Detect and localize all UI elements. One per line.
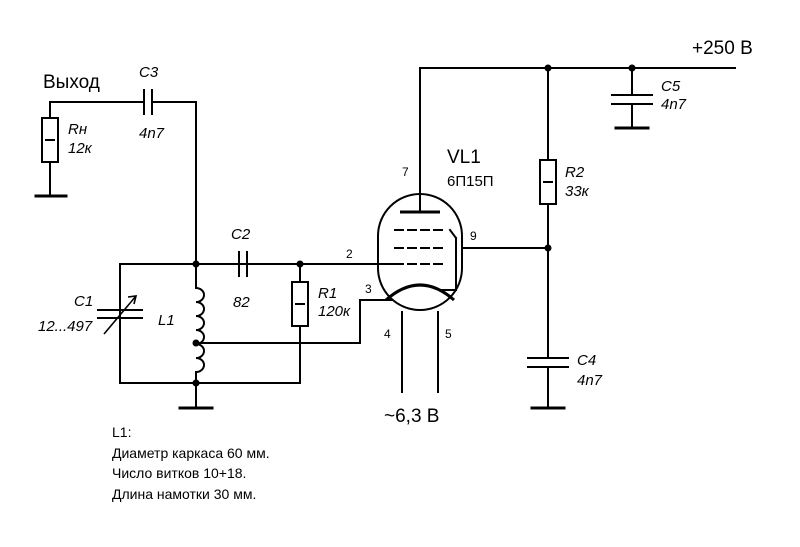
c5-ref-label: C5 — [661, 78, 681, 95]
notes-line-diameter: Диаметр каркаса 60 мм. — [112, 444, 270, 461]
tube-type-label: 6П15П — [447, 173, 494, 190]
heater-label: ~6,3 В — [384, 406, 439, 427]
grid-resistor-r1 — [291, 263, 309, 384]
tube-vl1 — [377, 67, 549, 393]
pin-anode-label: 7 — [402, 165, 409, 179]
junction-dot — [192, 339, 200, 347]
tank-frame — [119, 263, 301, 384]
junction-dot — [628, 64, 636, 72]
c3-ref-label: C3 — [139, 64, 159, 81]
c2-value-label: 82 — [233, 294, 250, 311]
supply-label: +250 В — [692, 38, 753, 59]
c2-ref-label: C2 — [231, 226, 251, 243]
junction-dot — [192, 260, 200, 268]
pin-heater-a-label: 4 — [384, 327, 391, 341]
supply-capacitor-c5 — [611, 67, 653, 130]
variable-capacitor-c1 — [97, 295, 143, 335]
junction-dot — [544, 64, 552, 72]
output-label: Выход — [43, 72, 100, 93]
rn-ref-label: Rн — [68, 121, 87, 138]
c1-ref-label: C1 — [74, 293, 93, 310]
notes-title: L1: — [112, 424, 132, 440]
junction-dot — [544, 244, 552, 252]
inductor-l1 — [178, 263, 361, 410]
pin-grid-label: 2 — [346, 247, 353, 261]
r1-value-label: 120к — [318, 303, 351, 320]
c5-value-label: 4n7 — [661, 96, 687, 113]
notes-line-length: Длина намотки 30 мм. — [112, 485, 257, 502]
junction-dot — [192, 379, 200, 387]
r2-value-label: 33к — [565, 183, 590, 200]
output-capacitor-c3 — [49, 89, 197, 265]
c4-ref-label: C4 — [577, 352, 596, 369]
screen-resistor-r2 — [539, 67, 557, 249]
coil-notes: L1: Диаметр каркаса 60 мм. Число витков … — [112, 422, 270, 504]
pin-heater-b-label: 5 — [445, 327, 452, 341]
l1-ref-label: L1 — [158, 312, 175, 329]
pin-cathode-label: 3 — [365, 282, 372, 296]
r2-ref-label: R2 — [565, 164, 585, 181]
junctions — [192, 64, 636, 387]
c1-value-label: 12...497 — [38, 318, 93, 335]
load-resistor-rn — [34, 101, 68, 198]
screen-capacitor-c4 — [527, 247, 569, 410]
notes-line-turns: Число витков 10+18. — [112, 465, 247, 481]
pin-screen-label: 9 — [470, 229, 477, 243]
rn-value-label: 12к — [68, 140, 93, 157]
c4-value-label: 4n7 — [577, 372, 603, 389]
r1-ref-label: R1 — [318, 285, 337, 302]
grid-capacitor-c2 — [195, 251, 381, 277]
c3-value-label: 4n7 — [139, 125, 165, 142]
junction-dot — [296, 260, 304, 268]
tube-ref-label: VL1 — [447, 147, 481, 168]
